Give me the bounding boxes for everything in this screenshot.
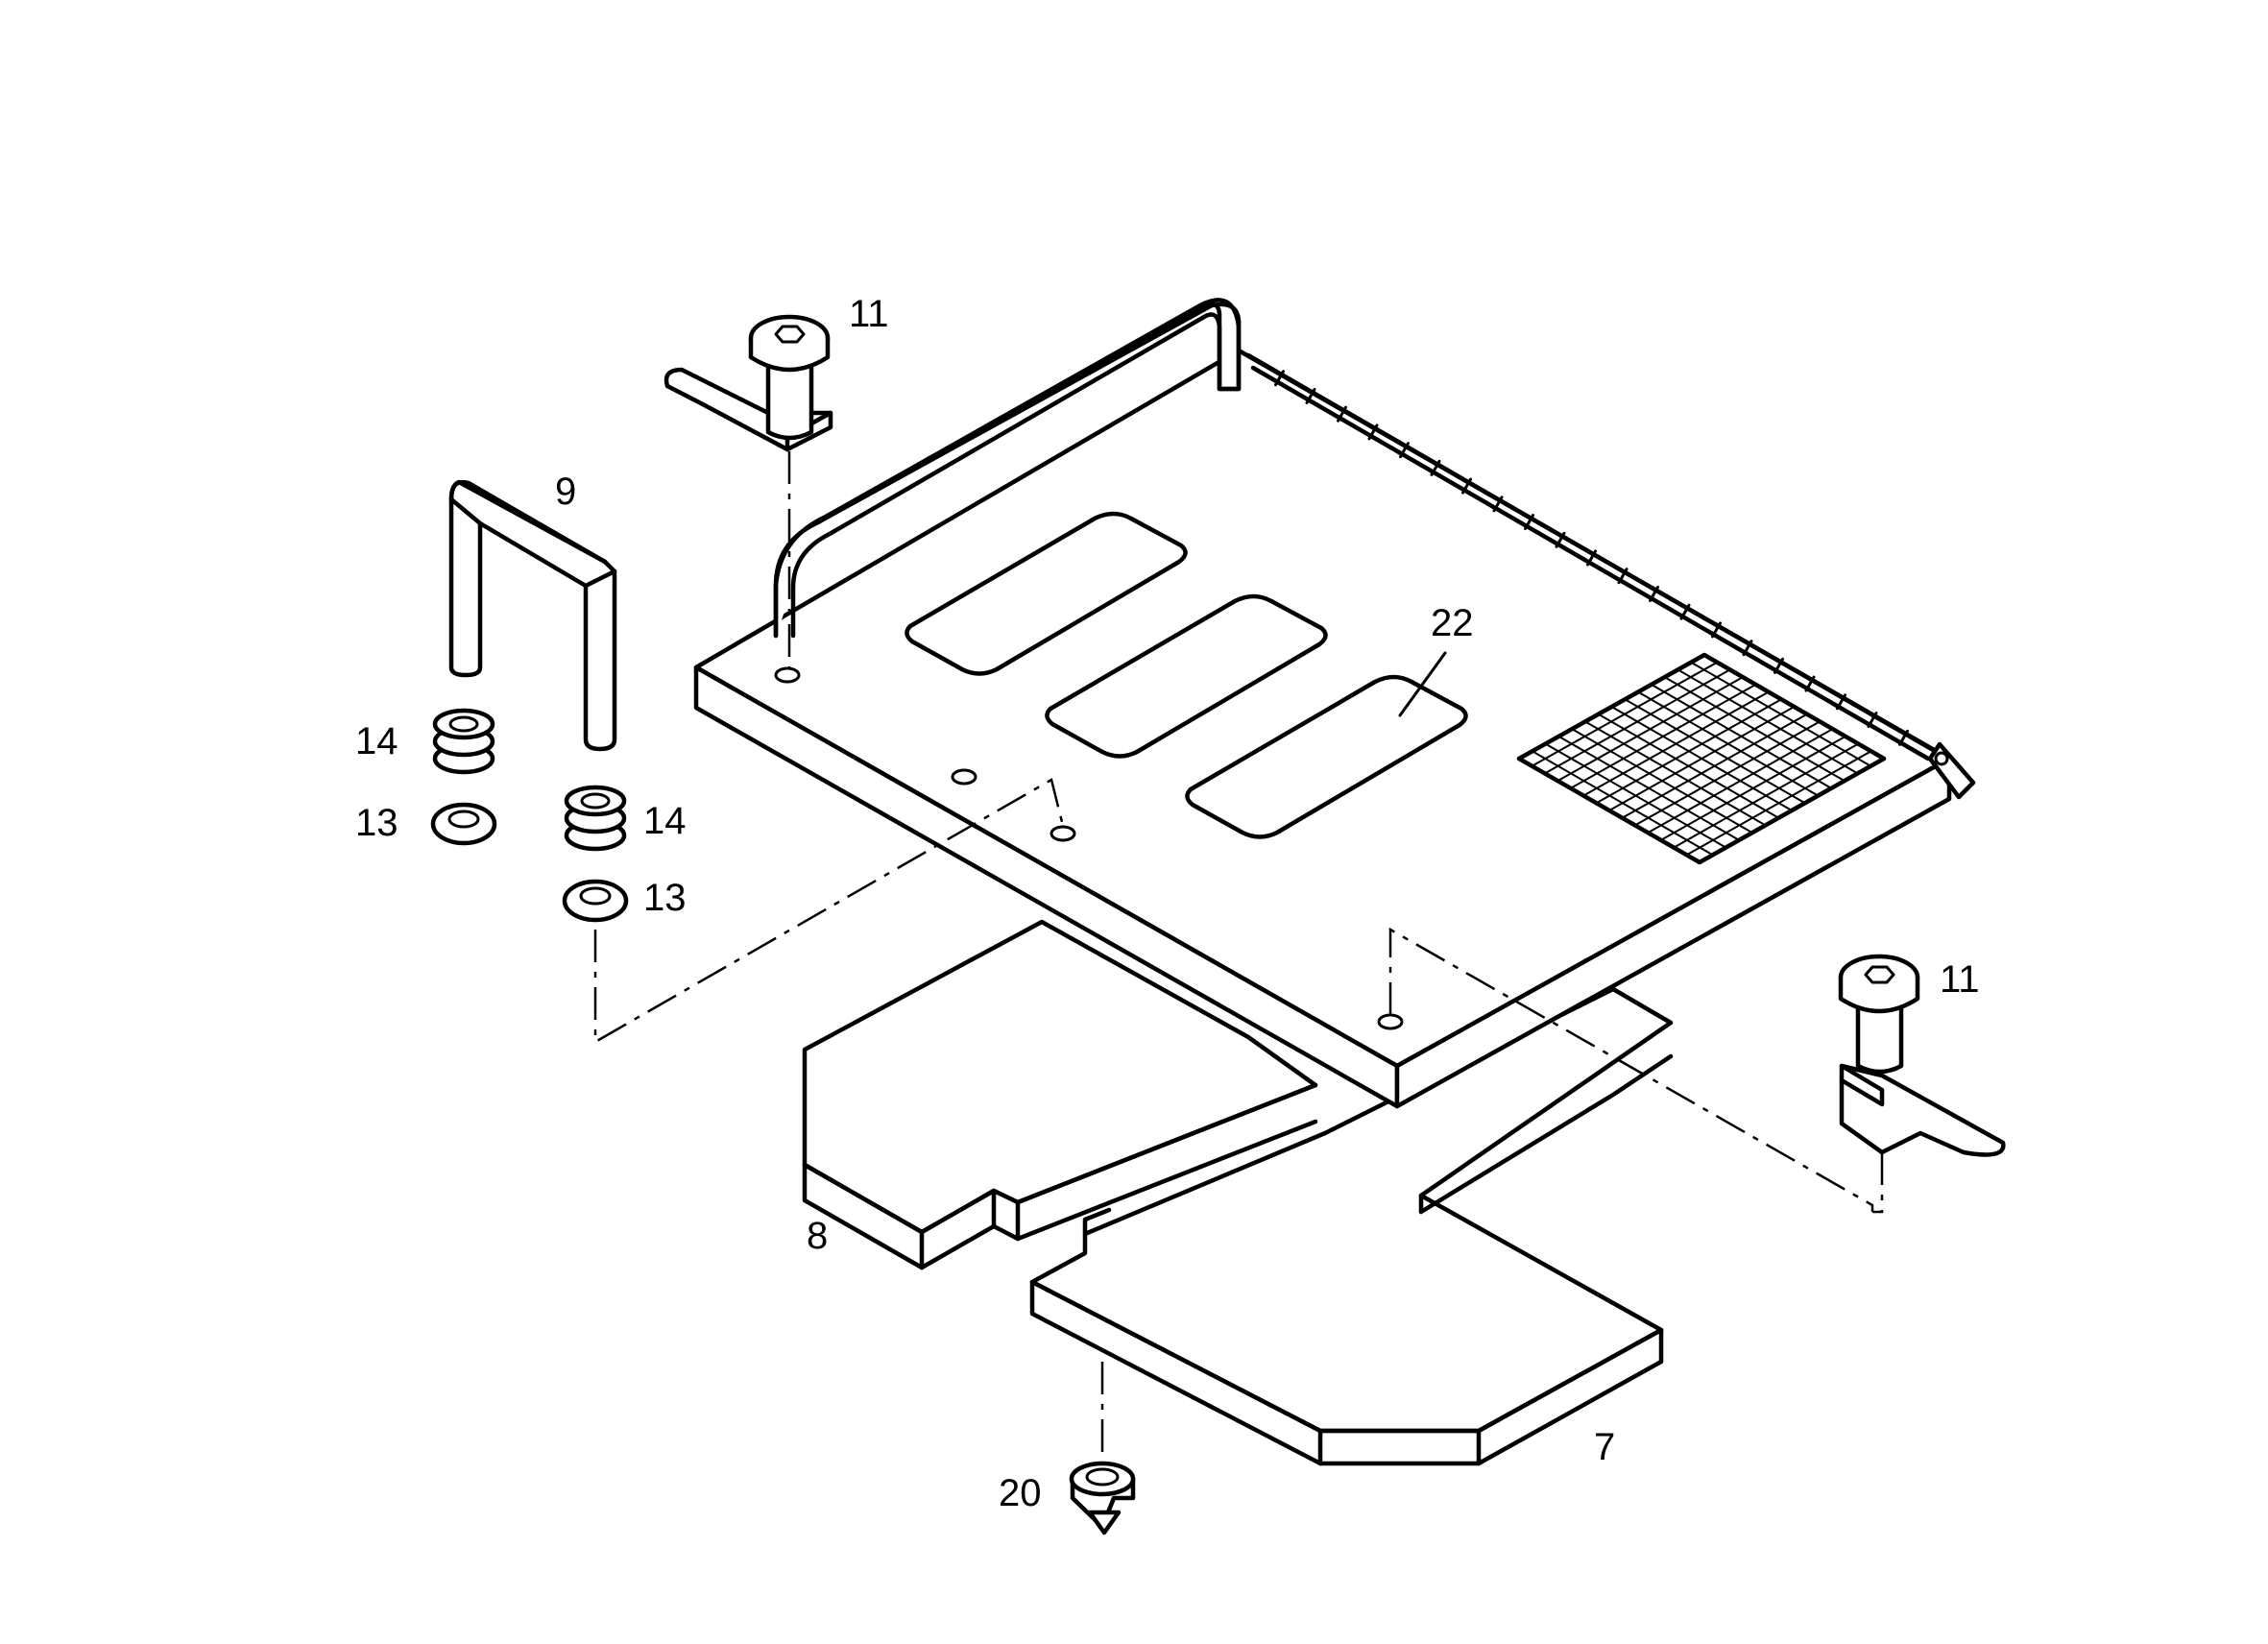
label-foot: 20	[999, 1472, 1042, 1514]
label-right-pad: 7	[1594, 1426, 1615, 1468]
label-spring-right: 14	[643, 800, 687, 842]
washer-right-part	[562, 879, 629, 923]
right-pad-part	[1029, 986, 1674, 1466]
washer-left-part	[430, 802, 497, 846]
main-plate-part	[693, 298, 1976, 1109]
label-handle: 9	[555, 471, 576, 513]
assembly-guide-lines	[593, 451, 1884, 1464]
spring-left-part	[432, 708, 495, 775]
label-top-knob: 11	[849, 293, 889, 335]
label-right-knob: 11	[1940, 958, 1980, 1001]
right-knob-part	[1838, 954, 2006, 1157]
leader-line-22	[1398, 651, 1447, 717]
label-spring-left: 14	[355, 720, 398, 762]
label-main-plate: 22	[1431, 602, 1474, 644]
left-pad-part	[802, 919, 1318, 1270]
handle-part	[448, 479, 617, 752]
top-knob-part	[664, 314, 833, 452]
label-washer-right: 13	[643, 877, 687, 919]
label-left-pad: 8	[807, 1215, 828, 1257]
foot-part	[1069, 1461, 1136, 1535]
spring-right-part	[564, 785, 627, 852]
label-washer-left: 13	[355, 802, 398, 844]
